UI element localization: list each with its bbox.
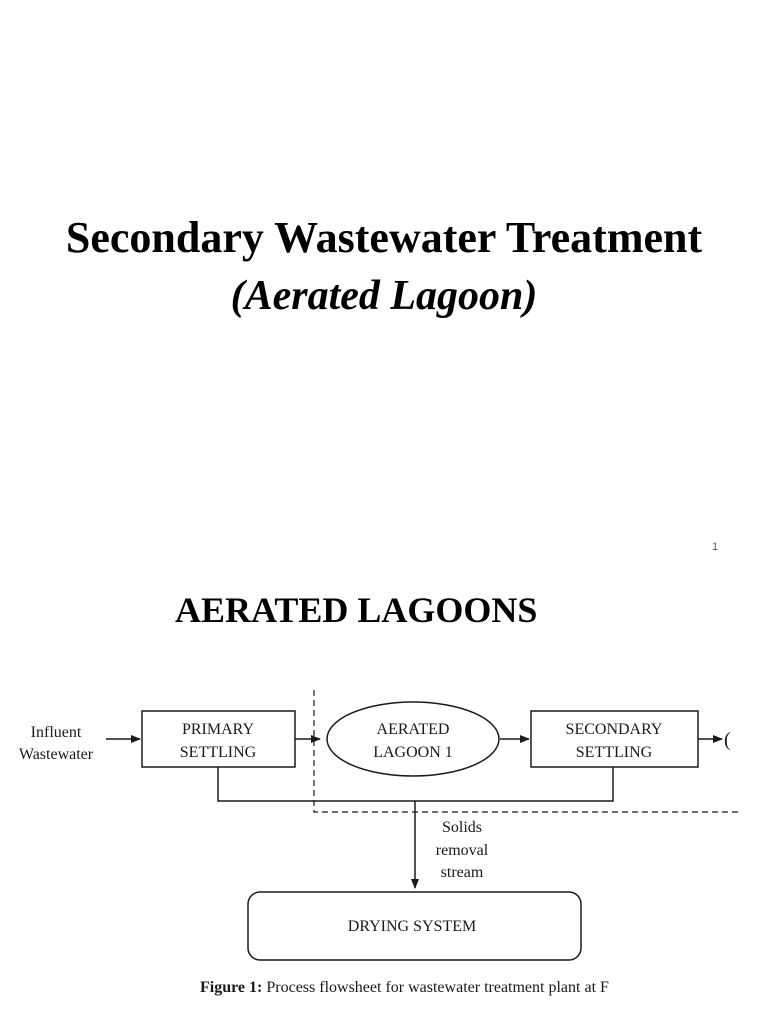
secondary-settling-label-line2: SETTLING [576,744,653,761]
section-heading: AERATED LAGOONS [175,590,538,630]
primary-settling-label-line2: SETTLING [180,744,257,761]
influent-label-line2: Wastewater [19,746,94,763]
aerated-lagoon-ellipse [326,701,500,777]
influent-label-line1: Influent [31,724,82,741]
drying-system-box [247,891,582,961]
figure-caption-label: Figure 1: [200,979,262,996]
solids-label-line2: removal [436,842,489,859]
aerated-lagoon-label-line1: AERATED [377,721,450,738]
drying-system-label: DRYING SYSTEM [348,918,476,935]
slide-subtitle: (Aerated Lagoon) [230,273,538,319]
figure-caption-text: Process flowsheet for wastewater treatme… [262,979,609,996]
secondary-settling-box [530,710,699,768]
primary-settling-label-line1: PRIMARY [182,721,254,738]
secondary-settling-label-line1: SECONDARY [566,721,663,738]
slide-title: Secondary Wastewater Treatment [65,213,703,262]
aerated-lagoon-label-line2: LAGOON 1 [373,744,453,761]
lagoon-system-dashed-boundary [313,690,740,813]
solids-label-line3: stream [441,864,484,881]
process-flowsheet-diagram: Influent Wastewater PRIMARY SETTLING AER… [19,690,740,996]
page-number: 1 [712,541,719,553]
figure-caption: Figure 1: Process flowsheet for wastewat… [200,979,609,996]
solids-label-line1: Solids [442,819,482,836]
outlet-cutoff-symbol: ( [724,729,731,751]
